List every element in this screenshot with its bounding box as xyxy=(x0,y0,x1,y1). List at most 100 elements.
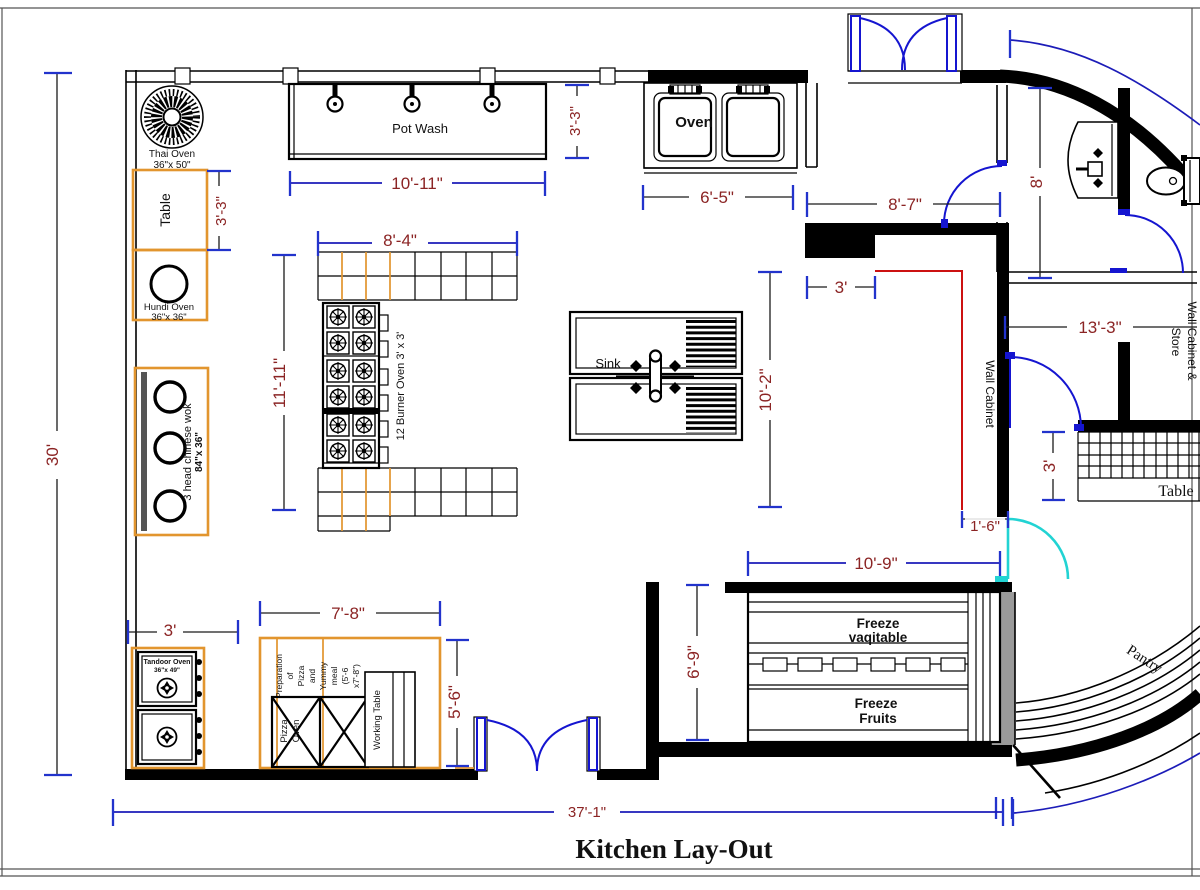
door-leaf-right xyxy=(588,717,598,771)
svg-text:10'-9": 10'-9" xyxy=(854,554,897,573)
burner-stove: 12 Burner Oven 3' x 3' xyxy=(321,301,407,470)
curve-dim-top xyxy=(1008,30,1200,126)
svg-text:3': 3' xyxy=(164,621,177,640)
oven-hinge-icon xyxy=(668,84,702,95)
top-wall-right-segment xyxy=(960,70,1006,83)
svg-text:Pizza: Pizza xyxy=(296,665,306,686)
chinese-wok: 3 head chinese wok 84"x 36" xyxy=(133,366,210,537)
door-leaf-left xyxy=(476,717,486,771)
freezer-top-wall xyxy=(725,582,1012,593)
dim-6ft9: 6'-9" xyxy=(681,583,709,742)
tandoor-size: 36"x 49" xyxy=(154,667,180,674)
pot-wash-label: Pot Wash xyxy=(392,121,448,136)
svg-text:5'-6": 5'-6" xyxy=(445,685,464,719)
wall-cabinet-red-line xyxy=(875,270,963,510)
wall-cabinet-store-label: Wall Cabinet & xyxy=(1185,302,1199,381)
svg-text:11'-11": 11'-11" xyxy=(270,358,289,408)
svg-text:30': 30' xyxy=(43,444,62,466)
table-right: Table xyxy=(1077,431,1200,502)
thai-oven-label: Thai Oven xyxy=(149,149,195,160)
bottom-double-door xyxy=(455,716,601,772)
svg-text:13'-3": 13'-3" xyxy=(1078,318,1121,337)
freeze-vegetable-label: Freeze xyxy=(857,616,900,631)
island-counter-grids xyxy=(317,251,518,532)
t-wall-horizontal xyxy=(1078,420,1200,432)
svg-text:(5'-6: (5'-6 xyxy=(340,667,350,684)
dim-5ft6: 5'-6" xyxy=(442,638,469,768)
svg-text:3': 3' xyxy=(1040,460,1059,473)
dim-13ft3: 13'-3" xyxy=(1003,316,1197,339)
hundi-oven-size: 36"x 36" xyxy=(151,312,186,323)
dim-30ft: 30' xyxy=(39,71,72,777)
dim-3ft-table: 3' xyxy=(1038,430,1065,502)
sink-label: Sink xyxy=(595,356,621,371)
freezer-left-wall xyxy=(646,582,659,780)
door-swing-arc xyxy=(1009,356,1082,429)
tandoor-label: Tandoor Oven xyxy=(144,659,191,666)
toilet xyxy=(1146,155,1200,206)
table-right-label: Table xyxy=(1158,483,1193,500)
bottom-wall-step xyxy=(597,769,658,780)
pizza-prep-area: Preparation of Pizza and Yummy meal (5'-… xyxy=(258,636,442,770)
bathroom-bottom-wall xyxy=(1007,271,1197,284)
svg-text:8': 8' xyxy=(1027,176,1046,189)
hundi-oven-label: Hundi Oven xyxy=(144,302,194,313)
pantry-dim-curve xyxy=(1013,752,1200,814)
dim-3ft3-potwash: 3'-3" xyxy=(563,83,589,160)
pot-wash: Pot Wash xyxy=(287,82,548,161)
freeze-fruits-label: Fruits xyxy=(859,711,897,726)
table-left: Table xyxy=(131,168,209,252)
working-table-label: Working Table xyxy=(372,690,383,750)
bottom-wall-left xyxy=(125,769,478,780)
dim-6ft5: 6'-5" xyxy=(641,185,795,210)
svg-text:meal: meal xyxy=(329,667,339,686)
svg-text:of: of xyxy=(285,672,295,680)
tandoor-oven: Tandoor Oven 36"x 49" xyxy=(130,646,206,770)
faucet-icon xyxy=(1093,148,1103,188)
door-swing-arc xyxy=(486,719,538,772)
svg-text:10'-11": 10'-11" xyxy=(391,174,443,193)
burner-oven-label: 12 Burner Oven 3' x 3' xyxy=(395,332,407,441)
svg-text:3'-3": 3'-3" xyxy=(213,196,230,226)
dim-10ft11: 10'-11" xyxy=(288,171,547,196)
dim-1ft6: 1'-6" xyxy=(960,511,1010,535)
dim-7ft8: 7'-8" xyxy=(258,601,442,626)
dim-37ft1: 37'-1" xyxy=(111,799,1015,826)
drawing-title: Kitchen Lay-Out xyxy=(575,834,772,864)
dim-11ft11: 11'-11" xyxy=(267,253,296,512)
door-leaf-left xyxy=(850,15,861,72)
pizza-oven-label: Pizza xyxy=(279,719,290,743)
svg-text:6'-9": 6'-9" xyxy=(684,645,703,679)
outer-walls xyxy=(125,67,1200,780)
sink-faucet-icon xyxy=(616,349,694,403)
svg-text:and: and xyxy=(307,669,317,683)
faucet-icon xyxy=(483,85,501,113)
dim-3ft-counter: 3' xyxy=(805,276,877,299)
pantry-thick-wall-curve xyxy=(1015,689,1200,767)
top-counter-block xyxy=(805,223,875,258)
dim-3ft3-left: 3'-3" xyxy=(207,169,231,252)
faucet-icon xyxy=(326,85,344,113)
tandoor-wheel-icon xyxy=(156,677,178,699)
bathroom-divider-wall xyxy=(1118,88,1130,215)
svg-text:37'-1": 37'-1" xyxy=(568,804,606,821)
svg-text:6'-5": 6'-5" xyxy=(700,188,734,207)
door-swing-arc xyxy=(536,719,588,772)
corridor-door xyxy=(941,160,1007,228)
faucet-icon xyxy=(403,85,421,113)
oven-label: Oven xyxy=(675,114,713,131)
door-leaf-right xyxy=(946,15,957,72)
store-room-door xyxy=(1005,352,1084,431)
wall-cabinet-label: Wall Cabinet xyxy=(983,360,997,428)
svg-text:3': 3' xyxy=(835,278,848,297)
oven-hinge-icon xyxy=(736,84,770,95)
pantry-shelf-curves xyxy=(994,625,1200,819)
svg-text:x7'-8"): x7'-8") xyxy=(351,664,361,688)
dim-10ft2: 10'-2" xyxy=(753,270,782,509)
top-wall xyxy=(126,70,650,83)
working-table: Working Table xyxy=(364,671,416,768)
dim-8ft4: 8'-4" xyxy=(316,228,519,256)
door-swing-arc xyxy=(1007,517,1070,580)
svg-text:Yummy: Yummy xyxy=(318,661,328,690)
svg-text:8'-7": 8'-7" xyxy=(888,195,922,214)
